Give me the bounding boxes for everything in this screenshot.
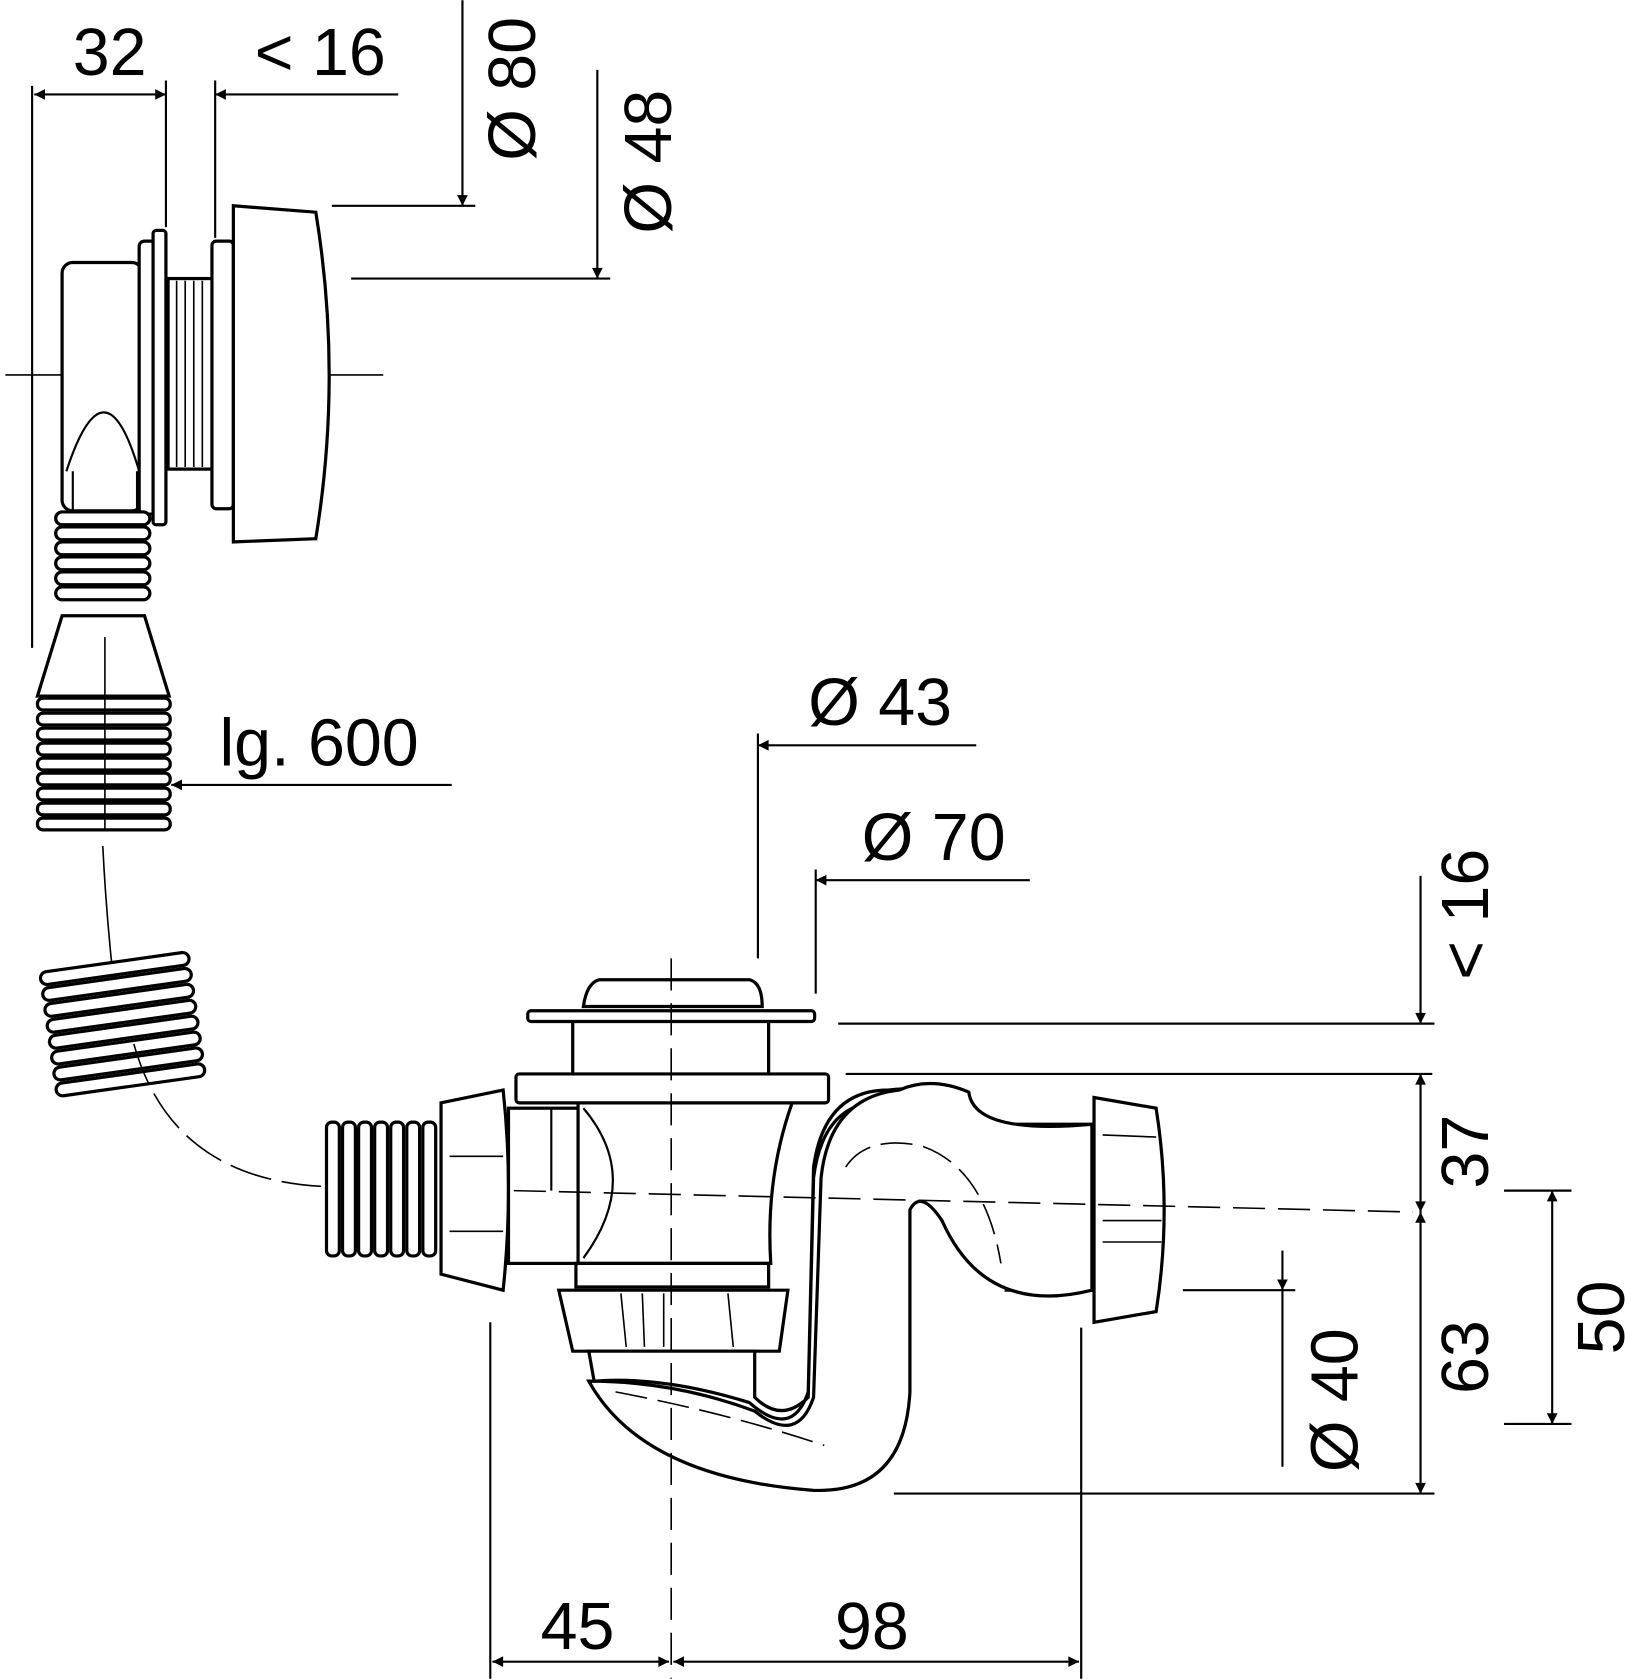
dim-45: 45 — [541, 1590, 615, 1664]
dim-dia43: Ø 43 — [808, 666, 952, 740]
dim-dia48: Ø 48 — [612, 90, 686, 234]
overflow-assembly — [5, 204, 384, 832]
dimension-lines — [31, 0, 1572, 1679]
waste-assembly — [324, 958, 1414, 1679]
dim-98: 98 — [835, 1590, 909, 1664]
dim-lt16-right: < 16 — [1429, 849, 1503, 980]
dim-lg600: lg. 600 — [219, 707, 418, 781]
dim-dia80: Ø 80 — [476, 17, 550, 161]
dim-dia70: Ø 70 — [862, 801, 1006, 875]
dim-50: 50 — [1565, 1281, 1625, 1355]
dim-32: 32 — [73, 16, 147, 90]
dim-37: 37 — [1429, 1115, 1503, 1189]
flexible-hose — [38, 845, 322, 1188]
dim-dia40: Ø 40 — [1298, 1328, 1372, 1472]
dim-lt16-top: < 16 — [255, 16, 386, 90]
dim-63: 63 — [1429, 1320, 1503, 1394]
